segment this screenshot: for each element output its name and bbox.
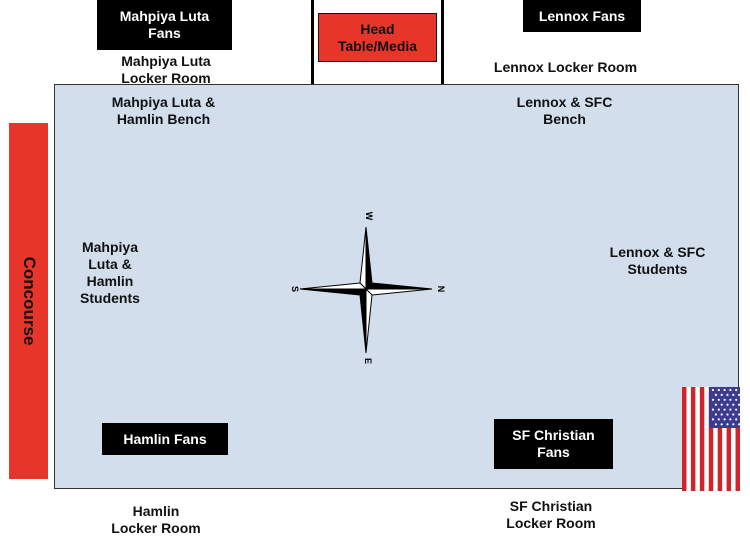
head-table-media-box: Head Table/Media	[318, 13, 437, 62]
flag-stripe	[699, 387, 705, 491]
flag-stripe	[731, 387, 736, 491]
lennox-sfc-bench-label: Lennox & SFC Bench	[516, 94, 613, 127]
flag-stripe	[717, 387, 723, 491]
flag-stripe	[690, 387, 696, 491]
flag-stripe	[708, 387, 714, 491]
flag-star	[738, 423, 740, 426]
flag-star	[729, 388, 732, 392]
compass-s-label: S	[290, 286, 300, 292]
flag-stripe	[695, 387, 701, 491]
flag-star	[729, 398, 732, 401]
hamlin-locker-room-label: Hamlin Locker Room	[111, 503, 201, 536]
lennox-locker-room-label: Lennox Locker Room	[493, 59, 638, 75]
flag-star	[711, 398, 715, 401]
flag-star	[720, 423, 723, 426]
flag-star	[729, 408, 732, 411]
compass-rose-icon: W E N S	[290, 212, 446, 364]
flag-stripe	[722, 387, 727, 491]
flag-star	[714, 403, 717, 406]
mahpiya-luta-fans-box: Mahpiya Luta Fans	[97, 0, 232, 50]
flag-star	[714, 413, 717, 416]
flag-star	[714, 423, 717, 426]
flag-star	[717, 408, 720, 411]
concourse-bar: Concourse	[9, 123, 48, 479]
flag-star	[726, 393, 729, 396]
flag-star	[723, 388, 726, 392]
flag-star	[732, 393, 735, 396]
lennox-sfc-students-label: Lennox & SFC Students	[609, 244, 706, 277]
flag-star	[714, 393, 717, 396]
flag-star	[717, 418, 720, 421]
flag-star	[720, 403, 723, 406]
flag-star	[723, 398, 726, 401]
flag-star	[735, 418, 738, 421]
flag-stripe	[735, 387, 740, 491]
american-flag-icon	[682, 387, 740, 491]
flag-star	[732, 403, 735, 406]
flag-stripe	[682, 387, 687, 491]
mahpiya-hamlin-bench-label: Mahpiya Luta & Hamlin Bench	[111, 94, 216, 127]
flag-star	[711, 408, 715, 411]
flag-star	[735, 398, 738, 401]
hamlin-fans-box: Hamlin Fans	[102, 423, 228, 455]
compass-n-label: N	[436, 286, 446, 293]
flag-star	[711, 418, 715, 421]
flag-star	[732, 423, 735, 426]
compass-w-label: W	[364, 212, 374, 221]
flag-star	[726, 423, 729, 426]
flag-stripe	[713, 387, 718, 491]
flag-stripe	[726, 387, 732, 491]
flag-star	[726, 403, 729, 406]
flag-star	[723, 418, 726, 421]
flag-star	[717, 398, 720, 401]
lennox-fans-box: Lennox Fans	[523, 0, 641, 32]
flag-star	[735, 408, 738, 411]
compass-e-label: E	[363, 358, 373, 364]
concourse-label: Concourse	[19, 256, 39, 346]
flag-star	[717, 388, 720, 392]
flag-stripe	[704, 387, 709, 491]
flag-star	[738, 393, 740, 396]
flag-star	[732, 413, 735, 416]
flag-star	[720, 393, 723, 396]
flag-star	[735, 388, 738, 392]
flag-star	[726, 413, 729, 416]
flag-stripe	[686, 387, 692, 491]
flag-star	[723, 408, 726, 411]
mahpiya-luta-locker-room-label: Mahpiya Luta Locker Room	[121, 53, 211, 86]
flag-star	[738, 403, 740, 406]
flag-star	[738, 413, 740, 416]
sf-christian-locker-room-label: SF Christian Locker Room	[506, 498, 596, 531]
sf-christian-fans-box: SF Christian Fans	[494, 419, 613, 469]
flag-star	[729, 418, 732, 421]
mahpiya-hamlin-students-label: Mahpiya Luta & Hamlin Students	[80, 239, 140, 306]
flag-star	[711, 388, 715, 392]
flag-star	[720, 413, 723, 416]
